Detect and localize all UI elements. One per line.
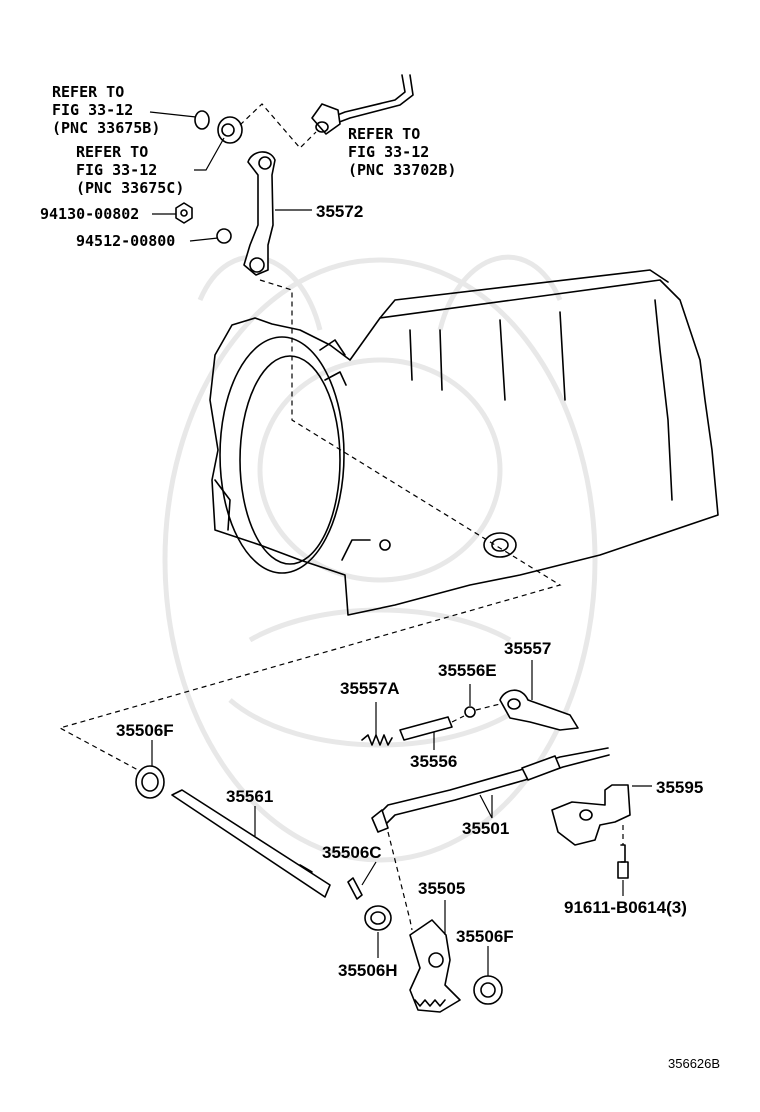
part-label-94512-00800: 94512-00800: [76, 232, 175, 250]
part-label-35506f-left: 35506F: [116, 721, 174, 740]
leader-lines: [149, 111, 652, 976]
ref-label-2-line3: (PNC 33675C): [76, 179, 184, 197]
part-label-35595: 35595: [656, 778, 703, 797]
part-label-35506h: 35506H: [338, 961, 398, 980]
upper-linkage: [58, 74, 562, 771]
part-label-35505: 35505: [418, 879, 465, 898]
figure-number: 356626B: [668, 1056, 720, 1071]
callout-labels: REFER TO FIG 33-12 (PNC 33675B) REFER TO…: [40, 83, 720, 1071]
ref-label-3-line1: REFER TO: [348, 125, 420, 143]
part-label-35556: 35556: [410, 752, 457, 771]
ref-label-1-line1: REFER TO: [52, 83, 124, 101]
part-label-94130-00802: 94130-00802: [40, 205, 139, 223]
part-label-35561: 35561: [226, 787, 273, 806]
ref-label-1-line2: FIG 33-12: [52, 101, 133, 119]
ref-label-2-line2: FIG 33-12: [76, 161, 157, 179]
ref-label-3-line3: (PNC 33702B): [348, 161, 456, 179]
part-label-35572: 35572: [316, 202, 363, 221]
part-label-35506c: 35506C: [322, 843, 382, 862]
lower-linkage: [135, 689, 631, 1013]
part-label-35506f-right: 35506F: [456, 927, 514, 946]
ref-label-2-line1: REFER TO: [76, 143, 148, 161]
part-label-91611-b0614: 91611-B0614(3): [564, 898, 687, 917]
part-label-35501: 35501: [462, 819, 509, 838]
transmission-assembly: [209, 269, 719, 616]
ref-label-3-line2: FIG 33-12: [348, 143, 429, 161]
part-label-35557: 35557: [504, 639, 551, 658]
part-label-35556e: 35556E: [438, 661, 497, 680]
part-label-35557a: 35557A: [340, 679, 400, 698]
ref-label-1-line3: (PNC 33675B): [52, 119, 160, 137]
